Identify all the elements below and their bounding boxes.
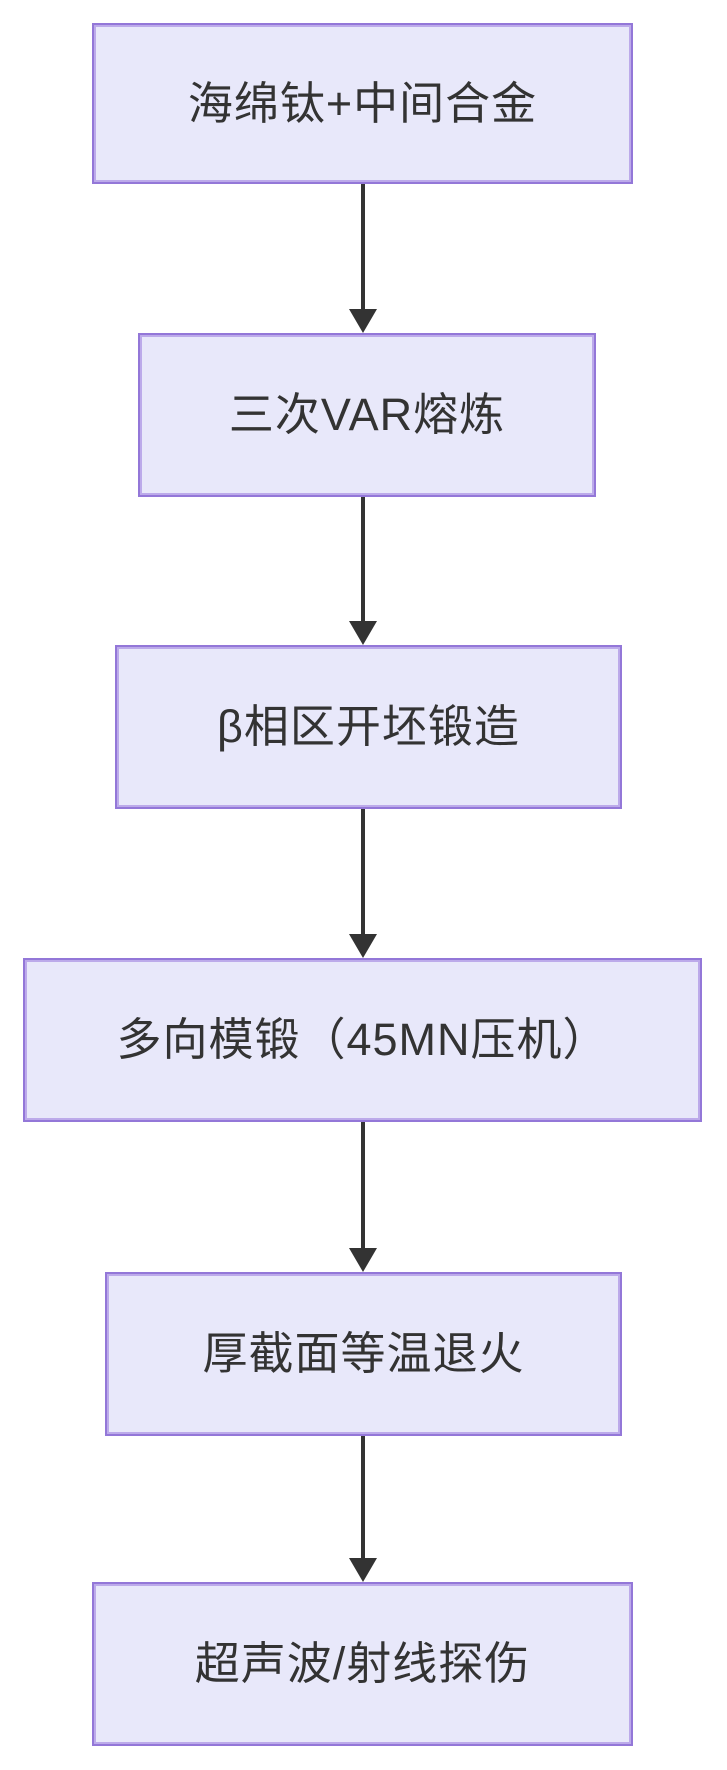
- flow-node-raw-materials: 海绵钛+中间合金: [92, 23, 633, 184]
- arrow-line: [361, 1122, 365, 1248]
- flow-node-ndt-inspection: 超声波/射线探伤: [92, 1582, 633, 1746]
- arrowhead-down-icon: [349, 309, 377, 333]
- flow-node-var-melting: 三次VAR熔炼: [138, 333, 596, 497]
- arrow-down-5: [349, 1436, 377, 1582]
- flow-node-die-forging: 多向模锻（45MN压机）: [23, 958, 702, 1122]
- arrow-down-2: [349, 497, 377, 645]
- flow-node-ndt-inspection-label: 超声波/射线探伤: [194, 1638, 531, 1689]
- arrow-down-3: [349, 809, 377, 958]
- flow-node-var-melting-label: 三次VAR熔炼: [228, 389, 506, 440]
- arrowhead-down-icon: [349, 1558, 377, 1582]
- arrowhead-down-icon: [349, 1248, 377, 1272]
- arrow-line: [361, 809, 365, 934]
- flow-node-die-forging-label: 多向模锻（45MN压机）: [116, 1014, 609, 1065]
- flow-node-isothermal-annealing: 厚截面等温退火: [105, 1272, 622, 1436]
- arrow-down-1: [349, 184, 377, 333]
- arrow-line: [361, 497, 365, 621]
- arrow-down-4: [349, 1122, 377, 1272]
- flow-node-isothermal-annealing-label: 厚截面等温退火: [202, 1328, 525, 1379]
- arrow-line: [361, 1436, 365, 1558]
- flow-node-beta-forging-label: β相区开坯锻造: [217, 701, 520, 752]
- flow-node-beta-forging: β相区开坯锻造: [115, 645, 622, 809]
- arrowhead-down-icon: [349, 934, 377, 958]
- arrow-line: [361, 184, 365, 309]
- arrowhead-down-icon: [349, 621, 377, 645]
- flow-node-raw-materials-label: 海绵钛+中间合金: [187, 77, 538, 129]
